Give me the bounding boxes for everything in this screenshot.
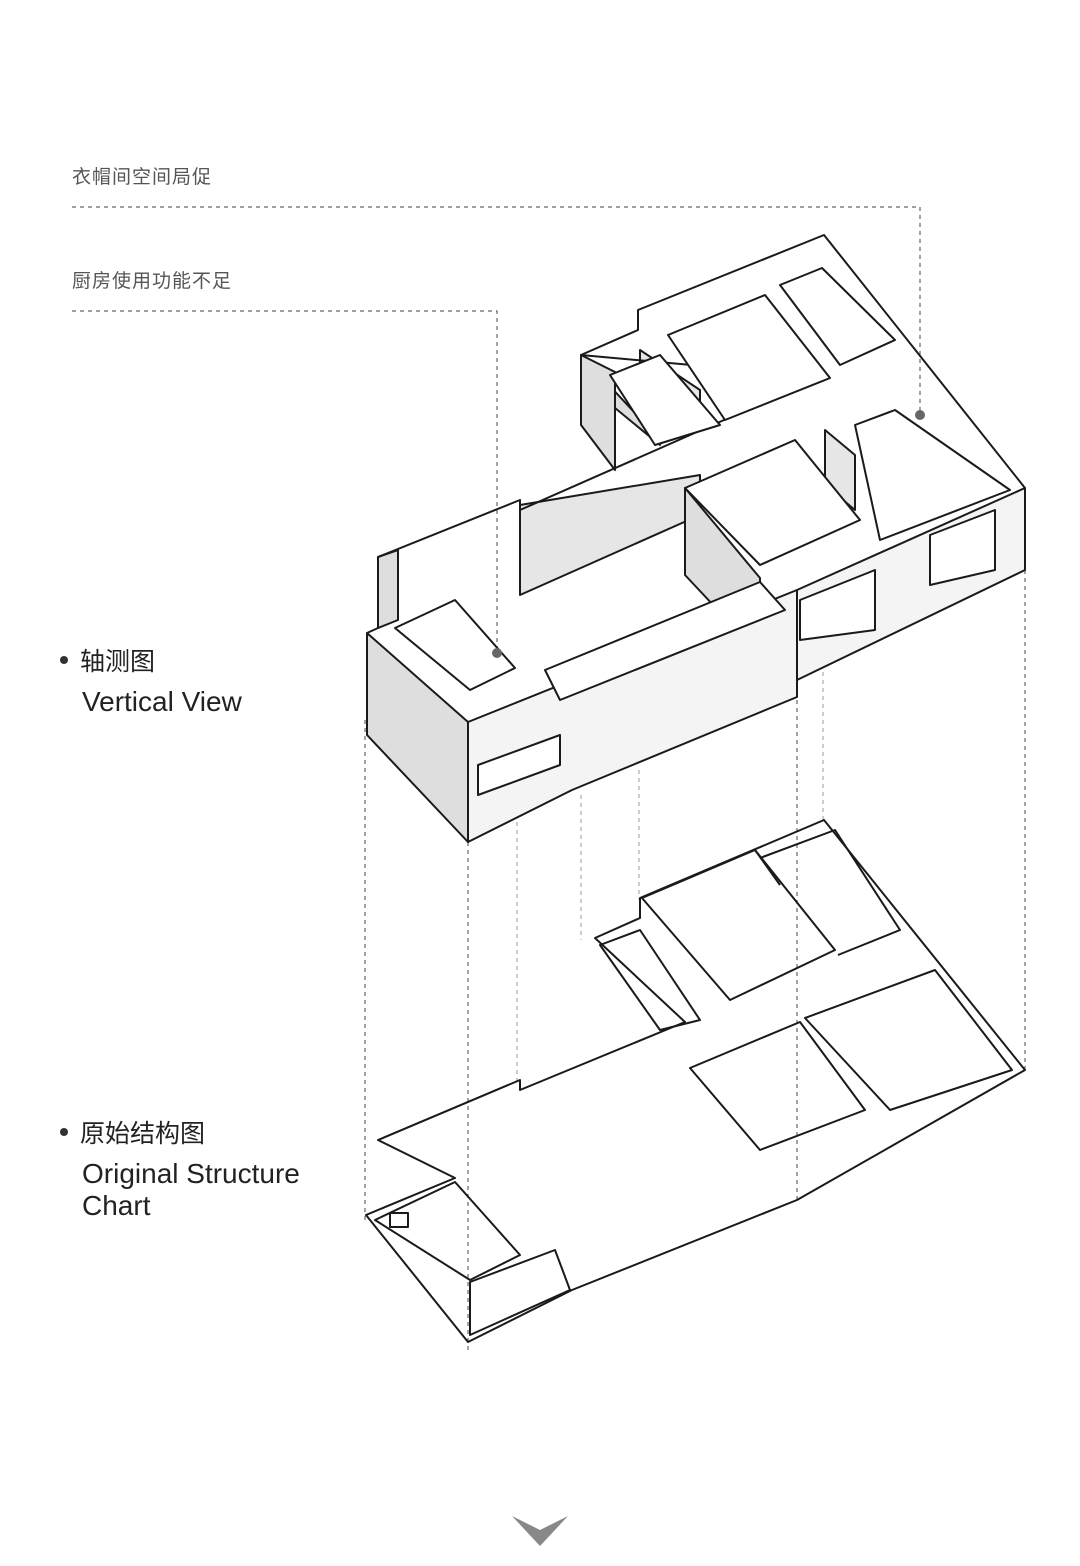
- section-vertical-view: 轴测图 Vertical View: [60, 642, 242, 718]
- section-title-cn: 原始结构图: [80, 1119, 206, 1148]
- leader-lines: [72, 206, 1026, 1352]
- original-plan: [365, 819, 1026, 1343]
- kitchen-marker: [492, 648, 502, 658]
- chevron-down-icon[interactable]: [512, 1516, 568, 1546]
- section-title-en-line2: Chart: [82, 1190, 151, 1221]
- annotation-kitchen: 厨房使用功能不足: [72, 270, 233, 292]
- closet-marker: [915, 410, 925, 420]
- bullet-icon: [60, 1128, 68, 1136]
- section-original-structure: 原始结构图 Original Structure Chart: [60, 1114, 307, 1222]
- annotation-closet: 衣帽间空间局促: [72, 166, 213, 188]
- section-title-cn: 轴测图: [80, 647, 156, 676]
- axonometric-model: [366, 234, 1026, 843]
- section-title-en-line1: Original Structure: [82, 1158, 300, 1189]
- bullet-icon: [60, 656, 68, 664]
- section-title-en: Vertical View: [82, 686, 242, 717]
